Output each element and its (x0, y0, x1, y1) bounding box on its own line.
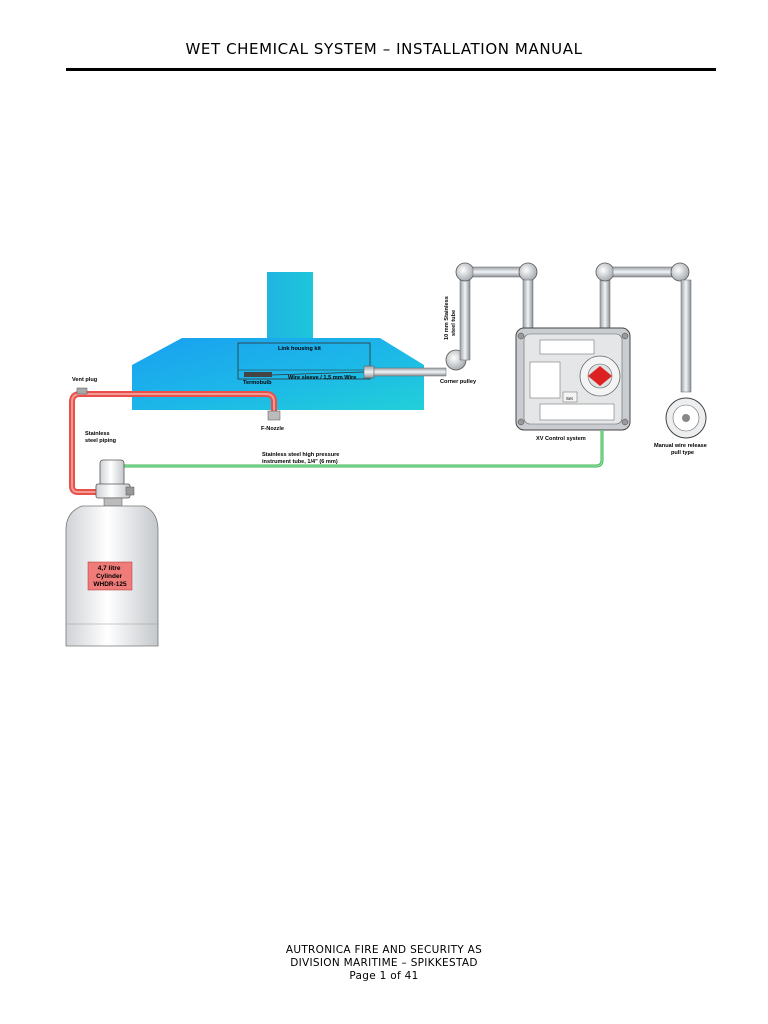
cylinder-label-plate (87, 561, 133, 591)
manual-release-label: Manual wire release pull type (654, 443, 708, 456)
termobulb-label: Termobulb (243, 380, 272, 386)
f-nozzle-label: F-Nozzle (261, 426, 284, 432)
manual-wire-release (665, 397, 707, 439)
document-title: WET CHEMICAL SYSTEM – INSTALLATION MANUA… (185, 40, 583, 58)
link-housing-kit (237, 342, 371, 380)
instrument-tube-label: Stainless steel high pressure instrument… (262, 452, 341, 465)
page-number: Page 1 of 41 (349, 970, 419, 982)
instrument-tube (120, 430, 604, 468)
link-housing-kit-label: Link housing kit (278, 346, 321, 352)
termobulb (244, 372, 272, 377)
vent-plug (76, 387, 88, 395)
cylinder-valve (95, 459, 135, 507)
footer-division: DIVISION MARITIME – SPIKKESTAD (290, 957, 478, 969)
header-divider (66, 68, 716, 71)
footer-company: AUTRONICA FIRE AND SECURITY AS (285, 944, 483, 956)
steel-tube-label: 10 mm Stainless steel tube (444, 295, 457, 340)
document-footer: AUTRONICA FIRE AND SECURITY AS DIVISION … (0, 944, 768, 983)
set-label: Set (566, 396, 574, 401)
stainless-piping-label: Stainless steel piping (85, 431, 117, 444)
f-nozzle (267, 410, 281, 421)
xv-control-label: XV Control system (536, 436, 586, 442)
cylinder-label: 4,7 litre Cylinder WHDR-125 (93, 565, 127, 588)
xv-control-box: Set (515, 327, 631, 431)
hood-chimney (267, 272, 313, 340)
corner-pulley-label: Corner pulley (440, 379, 477, 385)
vent-plug-label: Vent plug (72, 377, 98, 383)
wire-sleeve-label: Wire sleeve / 1,5 mm Wire (288, 375, 356, 381)
agent-cylinder (65, 505, 159, 647)
